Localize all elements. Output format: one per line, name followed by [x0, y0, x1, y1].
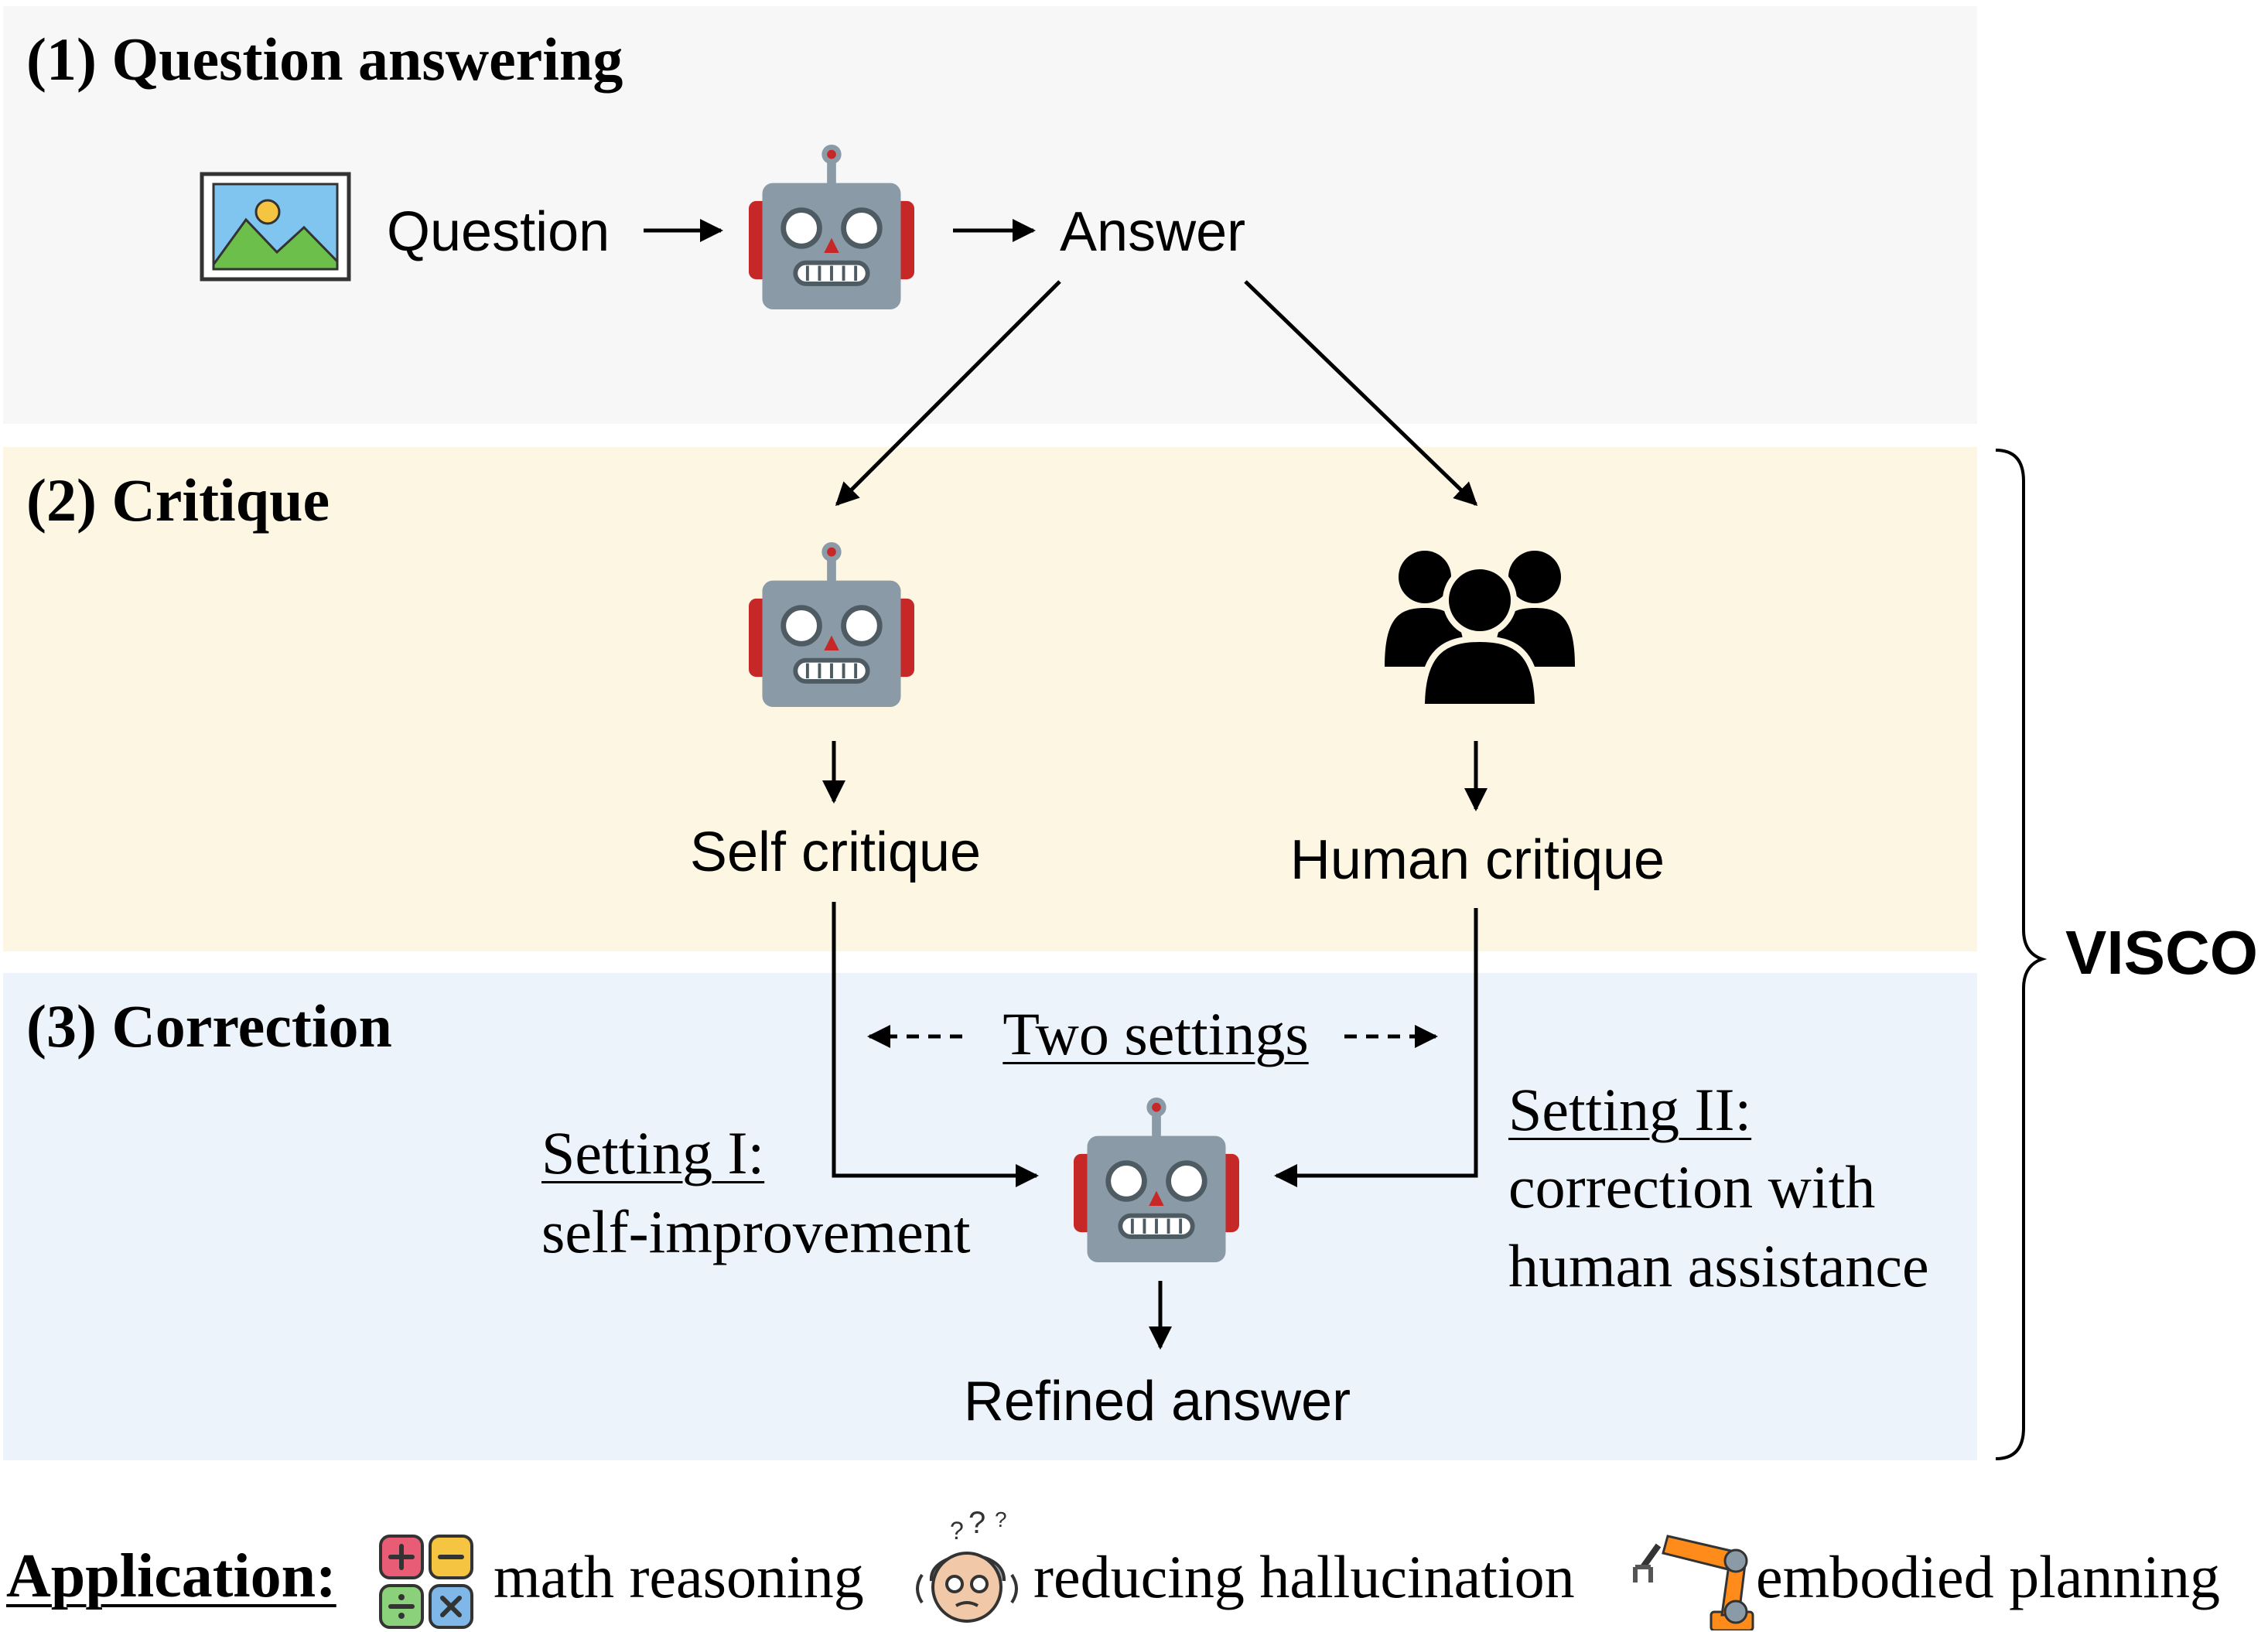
- connector-self-to-correction: [832, 902, 1039, 1187]
- human-critique-label: Human critique: [1289, 829, 1665, 891]
- setting2-line2: human assistance: [1508, 1232, 1929, 1299]
- two-settings-label: Two settings: [1002, 1000, 1309, 1067]
- svg-text:?: ?: [968, 1510, 985, 1540]
- section-title-correction: (3) Correction: [26, 992, 392, 1060]
- application-item-hallucination: reducing hallucination: [1033, 1543, 1575, 1610]
- visco-label: VISCO: [2065, 918, 2258, 987]
- setting1-desc: self-improvement: [541, 1198, 971, 1265]
- answer-label: Answer: [1060, 201, 1246, 263]
- confused-face-icon: ? ? ?: [916, 1510, 1018, 1623]
- setting2-title: Setting II:: [1508, 1076, 1752, 1143]
- refined-answer-label: Refined answer: [963, 1371, 1351, 1432]
- critique-band: [3, 447, 1977, 951]
- question-label: Question: [387, 201, 610, 263]
- application-label: Application:: [6, 1542, 336, 1610]
- image-icon: [200, 172, 351, 282]
- setting2-line1: correction with: [1508, 1153, 1876, 1221]
- correction-band: [3, 973, 1977, 1460]
- arrow-answer-to-human: [1244, 280, 1478, 507]
- robot-arm-icon: [1633, 1535, 1754, 1630]
- self-critique-label: Self critique: [689, 821, 982, 883]
- visco-brace: [1995, 449, 2048, 1460]
- application-item-embodied: embodied planning: [1756, 1543, 2221, 1610]
- connector-human-to-correction: [1274, 908, 1478, 1187]
- svg-text:?: ?: [995, 1510, 1007, 1531]
- people-icon: [1385, 551, 1575, 707]
- svg-text:?: ?: [950, 1517, 964, 1545]
- section-title-critique: (2) Critique: [26, 466, 330, 534]
- application-item-math: math reasoning: [494, 1543, 864, 1610]
- section-title-question-answering: (1) Question answering: [26, 26, 623, 93]
- setting1-title: Setting I:: [541, 1119, 765, 1186]
- calculator-icon: [379, 1535, 473, 1629]
- arrow-answer-to-self: [835, 280, 1061, 507]
